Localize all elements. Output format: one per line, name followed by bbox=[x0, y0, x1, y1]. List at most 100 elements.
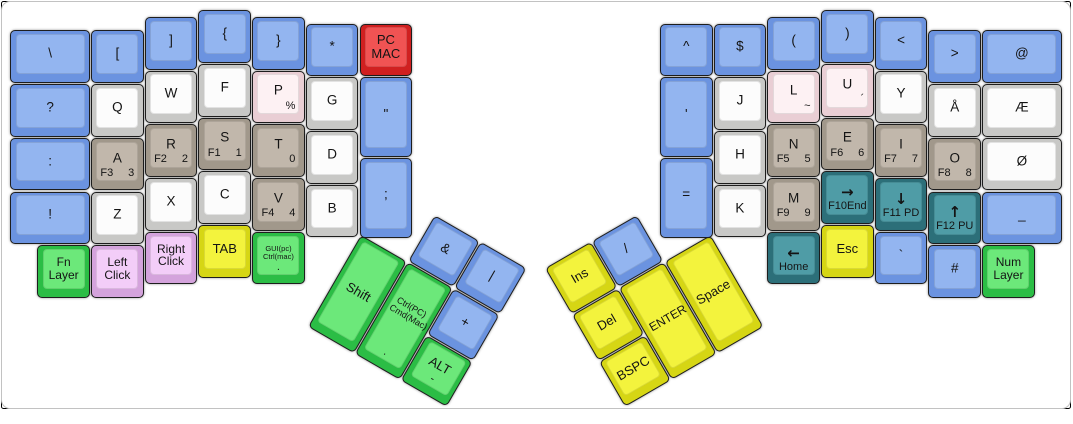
key-x[interactable]: X bbox=[144, 178, 198, 231]
key-backtick[interactable]: ` bbox=[874, 231, 928, 285]
key-num-layer-label: Num Layer bbox=[993, 254, 1024, 282]
key-quote[interactable]: ' bbox=[659, 77, 713, 157]
key-k[interactable]: K bbox=[713, 184, 767, 238]
key-semicolon[interactable]: ; bbox=[359, 158, 413, 238]
key-dquote[interactable]: " bbox=[359, 77, 413, 157]
key-caret[interactable]: ^ bbox=[659, 23, 713, 77]
key-backslash[interactable]: \ bbox=[10, 30, 90, 84]
key-rparen[interactable]: ) bbox=[821, 10, 874, 63]
key-home[interactable]: ←Home bbox=[767, 231, 820, 285]
key-z[interactable]: Z bbox=[91, 191, 144, 245]
key-s-label: S bbox=[220, 130, 230, 146]
key-rbracket[interactable]: ] bbox=[144, 17, 198, 70]
key-e-sublabel-left: F6 bbox=[830, 146, 844, 159]
key-pgup-label: ↑ bbox=[948, 203, 962, 222]
key-h[interactable]: H bbox=[713, 131, 767, 184]
key-left-click[interactable]: Left Click bbox=[91, 245, 144, 298]
key-gt-label: > bbox=[950, 45, 959, 61]
key-pgup[interactable]: ↑F12 PU bbox=[928, 191, 982, 245]
key-b[interactable]: B bbox=[305, 184, 359, 238]
key-u[interactable]: U´ bbox=[821, 64, 874, 117]
key-dollar[interactable]: $ bbox=[713, 23, 767, 77]
key-j[interactable]: J bbox=[713, 77, 767, 131]
key-esc-label: Esc bbox=[836, 240, 859, 256]
key-asterisk[interactable]: * bbox=[305, 23, 359, 77]
key-lt[interactable]: < bbox=[874, 17, 928, 70]
key-r-sublabel-right: 2 bbox=[181, 153, 188, 166]
key-lbrace-label: { bbox=[222, 25, 227, 41]
key-y[interactable]: Y bbox=[874, 70, 928, 124]
key-fn-layer[interactable]: Fn Layer bbox=[37, 245, 90, 298]
key-x-label: X bbox=[166, 193, 176, 209]
key-underscore[interactable]: _ bbox=[982, 191, 1062, 245]
key-equals[interactable]: = bbox=[659, 158, 713, 238]
key-rbrace[interactable]: } bbox=[252, 17, 305, 70]
key-exclam[interactable]: ! bbox=[10, 191, 90, 245]
key-esc[interactable]: Esc bbox=[821, 225, 874, 278]
key-m-sublabel-right: 9 bbox=[804, 206, 811, 219]
key-rbrace-label: } bbox=[276, 32, 281, 48]
key-caret-label: ^ bbox=[683, 39, 690, 55]
key-pc-mac[interactable]: PC MAC bbox=[359, 23, 413, 77]
key-at[interactable]: @ bbox=[982, 30, 1062, 84]
key-gui-label: GUI(pc) Ctrl(mac) bbox=[263, 243, 294, 261]
key-lbrace-top: { bbox=[203, 14, 246, 54]
key-pgdn-top: ↓F11 PD bbox=[880, 181, 922, 222]
key-oslash-label: Ø bbox=[1016, 153, 1028, 169]
key-at-label: @ bbox=[1015, 45, 1029, 61]
key-c[interactable]: C bbox=[198, 171, 252, 225]
key-lbracket[interactable]: [ bbox=[91, 30, 144, 84]
key-v-sublabel-left: F4 bbox=[261, 206, 275, 219]
key-p-top: P% bbox=[257, 74, 300, 115]
key-w[interactable]: W bbox=[144, 70, 198, 124]
key-d[interactable]: D bbox=[305, 131, 359, 184]
key-pgdn[interactable]: ↓F11 PD bbox=[874, 178, 928, 231]
key-equals-label: = bbox=[682, 186, 691, 202]
key-r-sublabel-left: F2 bbox=[154, 153, 167, 166]
key-rbrace-top: } bbox=[257, 20, 300, 61]
key-oslash[interactable]: Ø bbox=[982, 137, 1062, 191]
key-f[interactable]: F bbox=[198, 64, 252, 117]
key-backtick-top: ` bbox=[880, 235, 922, 276]
key-hash-top: # bbox=[933, 248, 976, 289]
key-lparen[interactable]: ( bbox=[767, 17, 820, 70]
key-gui[interactable]: GUI(pc) Ctrl(mac). bbox=[252, 231, 305, 285]
key-aring[interactable]: Å bbox=[928, 84, 982, 137]
key-right-click[interactable]: Right Click bbox=[144, 231, 198, 285]
key-question[interactable]: ? bbox=[10, 84, 90, 137]
key-q[interactable]: Q bbox=[91, 84, 144, 137]
key-pgdn-label: ↓ bbox=[894, 189, 908, 208]
key-ae[interactable]: Æ bbox=[982, 84, 1062, 137]
key-m-sublabel-left: F9 bbox=[776, 206, 790, 219]
key-end[interactable]: →F10End bbox=[821, 171, 874, 225]
key-shift-label: Shift bbox=[344, 278, 375, 305]
key-b-label: B bbox=[327, 200, 337, 216]
key-s-sublabel-left: F1 bbox=[207, 146, 221, 159]
key-tab[interactable]: TAB bbox=[198, 225, 252, 278]
key-c-top: C bbox=[203, 175, 246, 216]
key-p[interactable]: P% bbox=[252, 70, 305, 124]
key-hash[interactable]: # bbox=[928, 245, 982, 298]
key-dquote-label: " bbox=[383, 106, 389, 122]
key-lbrace[interactable]: { bbox=[198, 10, 252, 63]
key-semicolon-label: ; bbox=[383, 186, 388, 202]
key-g[interactable]: G bbox=[305, 77, 359, 131]
key-lt-top: < bbox=[880, 20, 922, 61]
key-num-layer[interactable]: Num Layer bbox=[982, 245, 1035, 298]
key-colon[interactable]: : bbox=[10, 137, 90, 191]
key-l[interactable]: L~ bbox=[767, 70, 820, 124]
key-gt[interactable]: > bbox=[928, 30, 982, 84]
